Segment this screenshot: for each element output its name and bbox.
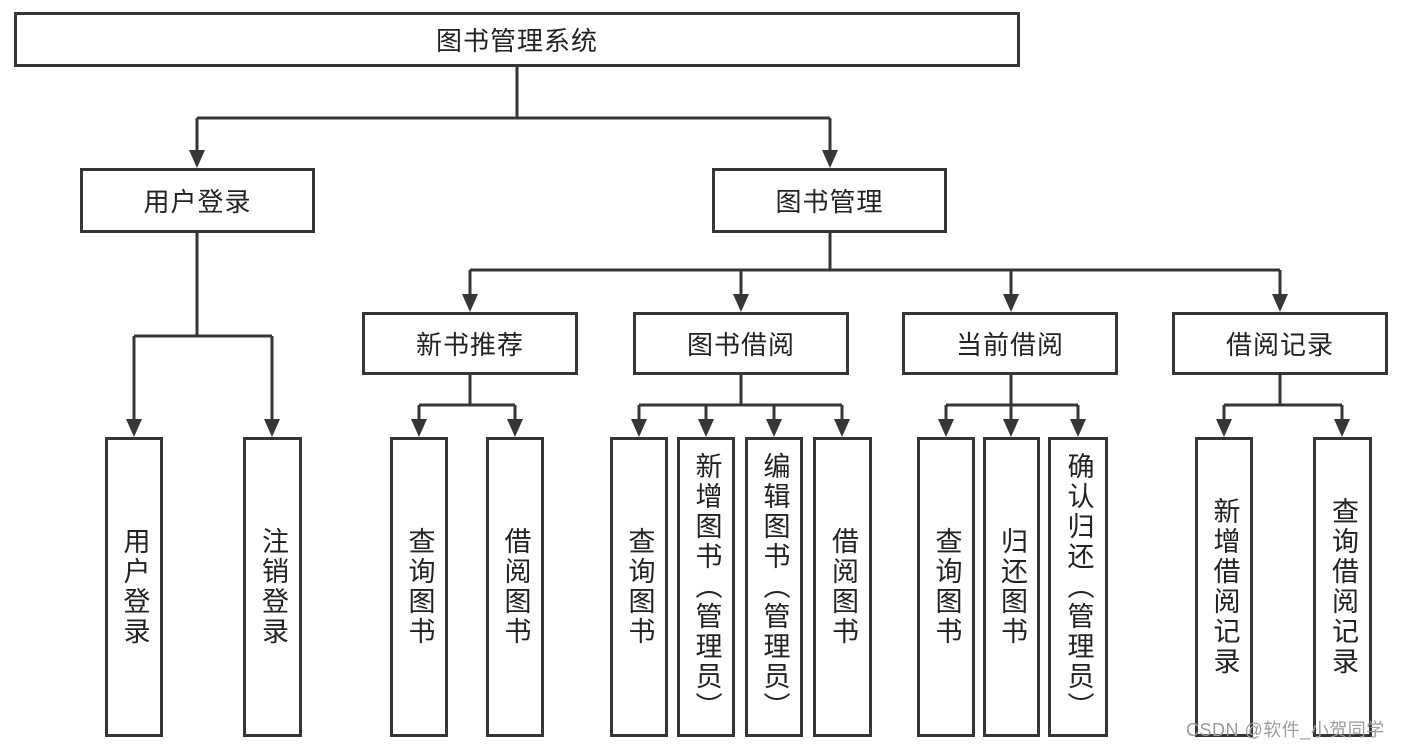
arrowhead (1272, 294, 1288, 312)
arrowhead (733, 294, 749, 312)
edge-book-borrowing-to-leaves (631, 375, 850, 437)
edge-line (468, 233, 1282, 296)
arrowhead (1334, 419, 1350, 437)
leaf-edit-books-admin: 编辑图书（管理员） (745, 437, 803, 737)
edge-new-book-recommend-to-leaves (411, 375, 523, 437)
watermark: CSDN @软件_小贺同学 (1186, 720, 1385, 740)
leaf-confirm-return-admin: 确认归还（管理员） (1048, 437, 1108, 737)
node-book-management: 图书管理 (712, 168, 947, 233)
edge-borrowing-records-to-leaves (1216, 375, 1350, 437)
leaf-query-books-3: 查询图书 (917, 437, 975, 737)
arrowhead (766, 419, 782, 437)
leaf-query-borrow-record: 查询借阅记录 (1313, 437, 1372, 737)
node-new-book-recommend-label: 新书推荐 (415, 330, 524, 360)
edge-user-login-to-leaves (126, 233, 280, 437)
edge-root-to-level2 (189, 67, 838, 168)
edge-line (944, 375, 1080, 421)
leaf-return-books: 归还图书 (983, 437, 1040, 737)
arrowhead (822, 150, 838, 168)
leaf-query-books-1: 查询图书 (390, 437, 448, 737)
node-current-borrowing: 当前借阅 (902, 312, 1118, 375)
leaf-add-borrow-record-label: 新增借阅记录 (1209, 497, 1240, 677)
edge-current-borrowing-to-leaves (938, 375, 1086, 437)
node-current-borrowing-label: 当前借阅 (955, 330, 1064, 360)
edge-line (195, 67, 832, 152)
node-book-management-label: 图书管理 (775, 187, 884, 217)
leaf-add-books-admin-label: 新增图书（管理员） (691, 452, 722, 722)
arrowhead (698, 419, 714, 437)
leaf-logout: 注销登录 (243, 437, 302, 737)
leaf-add-books-admin: 新增图书（管理员） (677, 437, 735, 737)
arrowhead (507, 419, 523, 437)
leaf-edit-books-admin-label: 编辑图书（管理员） (759, 452, 790, 722)
arrowhead (1070, 419, 1086, 437)
arrowhead (1216, 419, 1232, 437)
edge-line (637, 375, 844, 421)
leaf-borrow-books-1-label: 借阅图书 (500, 527, 531, 647)
arrowhead (834, 419, 850, 437)
edge-line (1222, 375, 1344, 421)
arrowhead (462, 294, 478, 312)
leaf-borrow-books-2-label: 借阅图书 (828, 527, 858, 647)
leaf-add-borrow-record: 新增借阅记录 (1195, 437, 1253, 737)
edge-line (132, 233, 274, 421)
arrowhead (1003, 294, 1019, 312)
arrowhead (264, 419, 280, 437)
leaf-borrow-books-1: 借阅图书 (486, 437, 544, 737)
node-book-borrowing-label: 图书借阅 (686, 330, 795, 360)
leaf-logout-label: 注销登录 (258, 527, 288, 647)
leaf-user-login-label: 用户登录 (119, 527, 150, 647)
leaf-user-login: 用户登录 (105, 437, 163, 737)
leaf-query-books-1-label: 查询图书 (404, 527, 435, 647)
leaf-query-books-2: 查询图书 (610, 437, 668, 737)
leaf-return-books-label: 归还图书 (997, 527, 1027, 647)
node-user-login: 用户登录 (80, 168, 315, 233)
leaf-confirm-return-admin-label: 确认归还（管理员） (1063, 452, 1094, 722)
leaf-borrow-books-2: 借阅图书 (813, 437, 872, 737)
node-system-root-label: 图书管理系统 (435, 26, 598, 56)
edge-line (417, 375, 517, 421)
arrowhead (1003, 419, 1019, 437)
arrowhead (938, 419, 954, 437)
node-borrowing-records-label: 借阅记录 (1225, 330, 1334, 360)
edge-book-management-to-level3 (462, 233, 1288, 312)
leaf-query-books-3-label: 查询图书 (931, 527, 962, 647)
arrowhead (411, 419, 427, 437)
node-new-book-recommend: 新书推荐 (362, 312, 578, 375)
node-book-borrowing: 图书借阅 (633, 312, 849, 375)
node-user-login-label: 用户登录 (143, 187, 252, 217)
arrowhead (631, 419, 647, 437)
arrowhead (126, 419, 142, 437)
node-system-root: 图书管理系统 (14, 12, 1020, 67)
leaf-query-borrow-record-label: 查询借阅记录 (1328, 497, 1358, 677)
leaf-query-books-2-label: 查询图书 (624, 527, 655, 647)
node-borrowing-records: 借阅记录 (1172, 312, 1388, 375)
arrowhead (189, 150, 205, 168)
